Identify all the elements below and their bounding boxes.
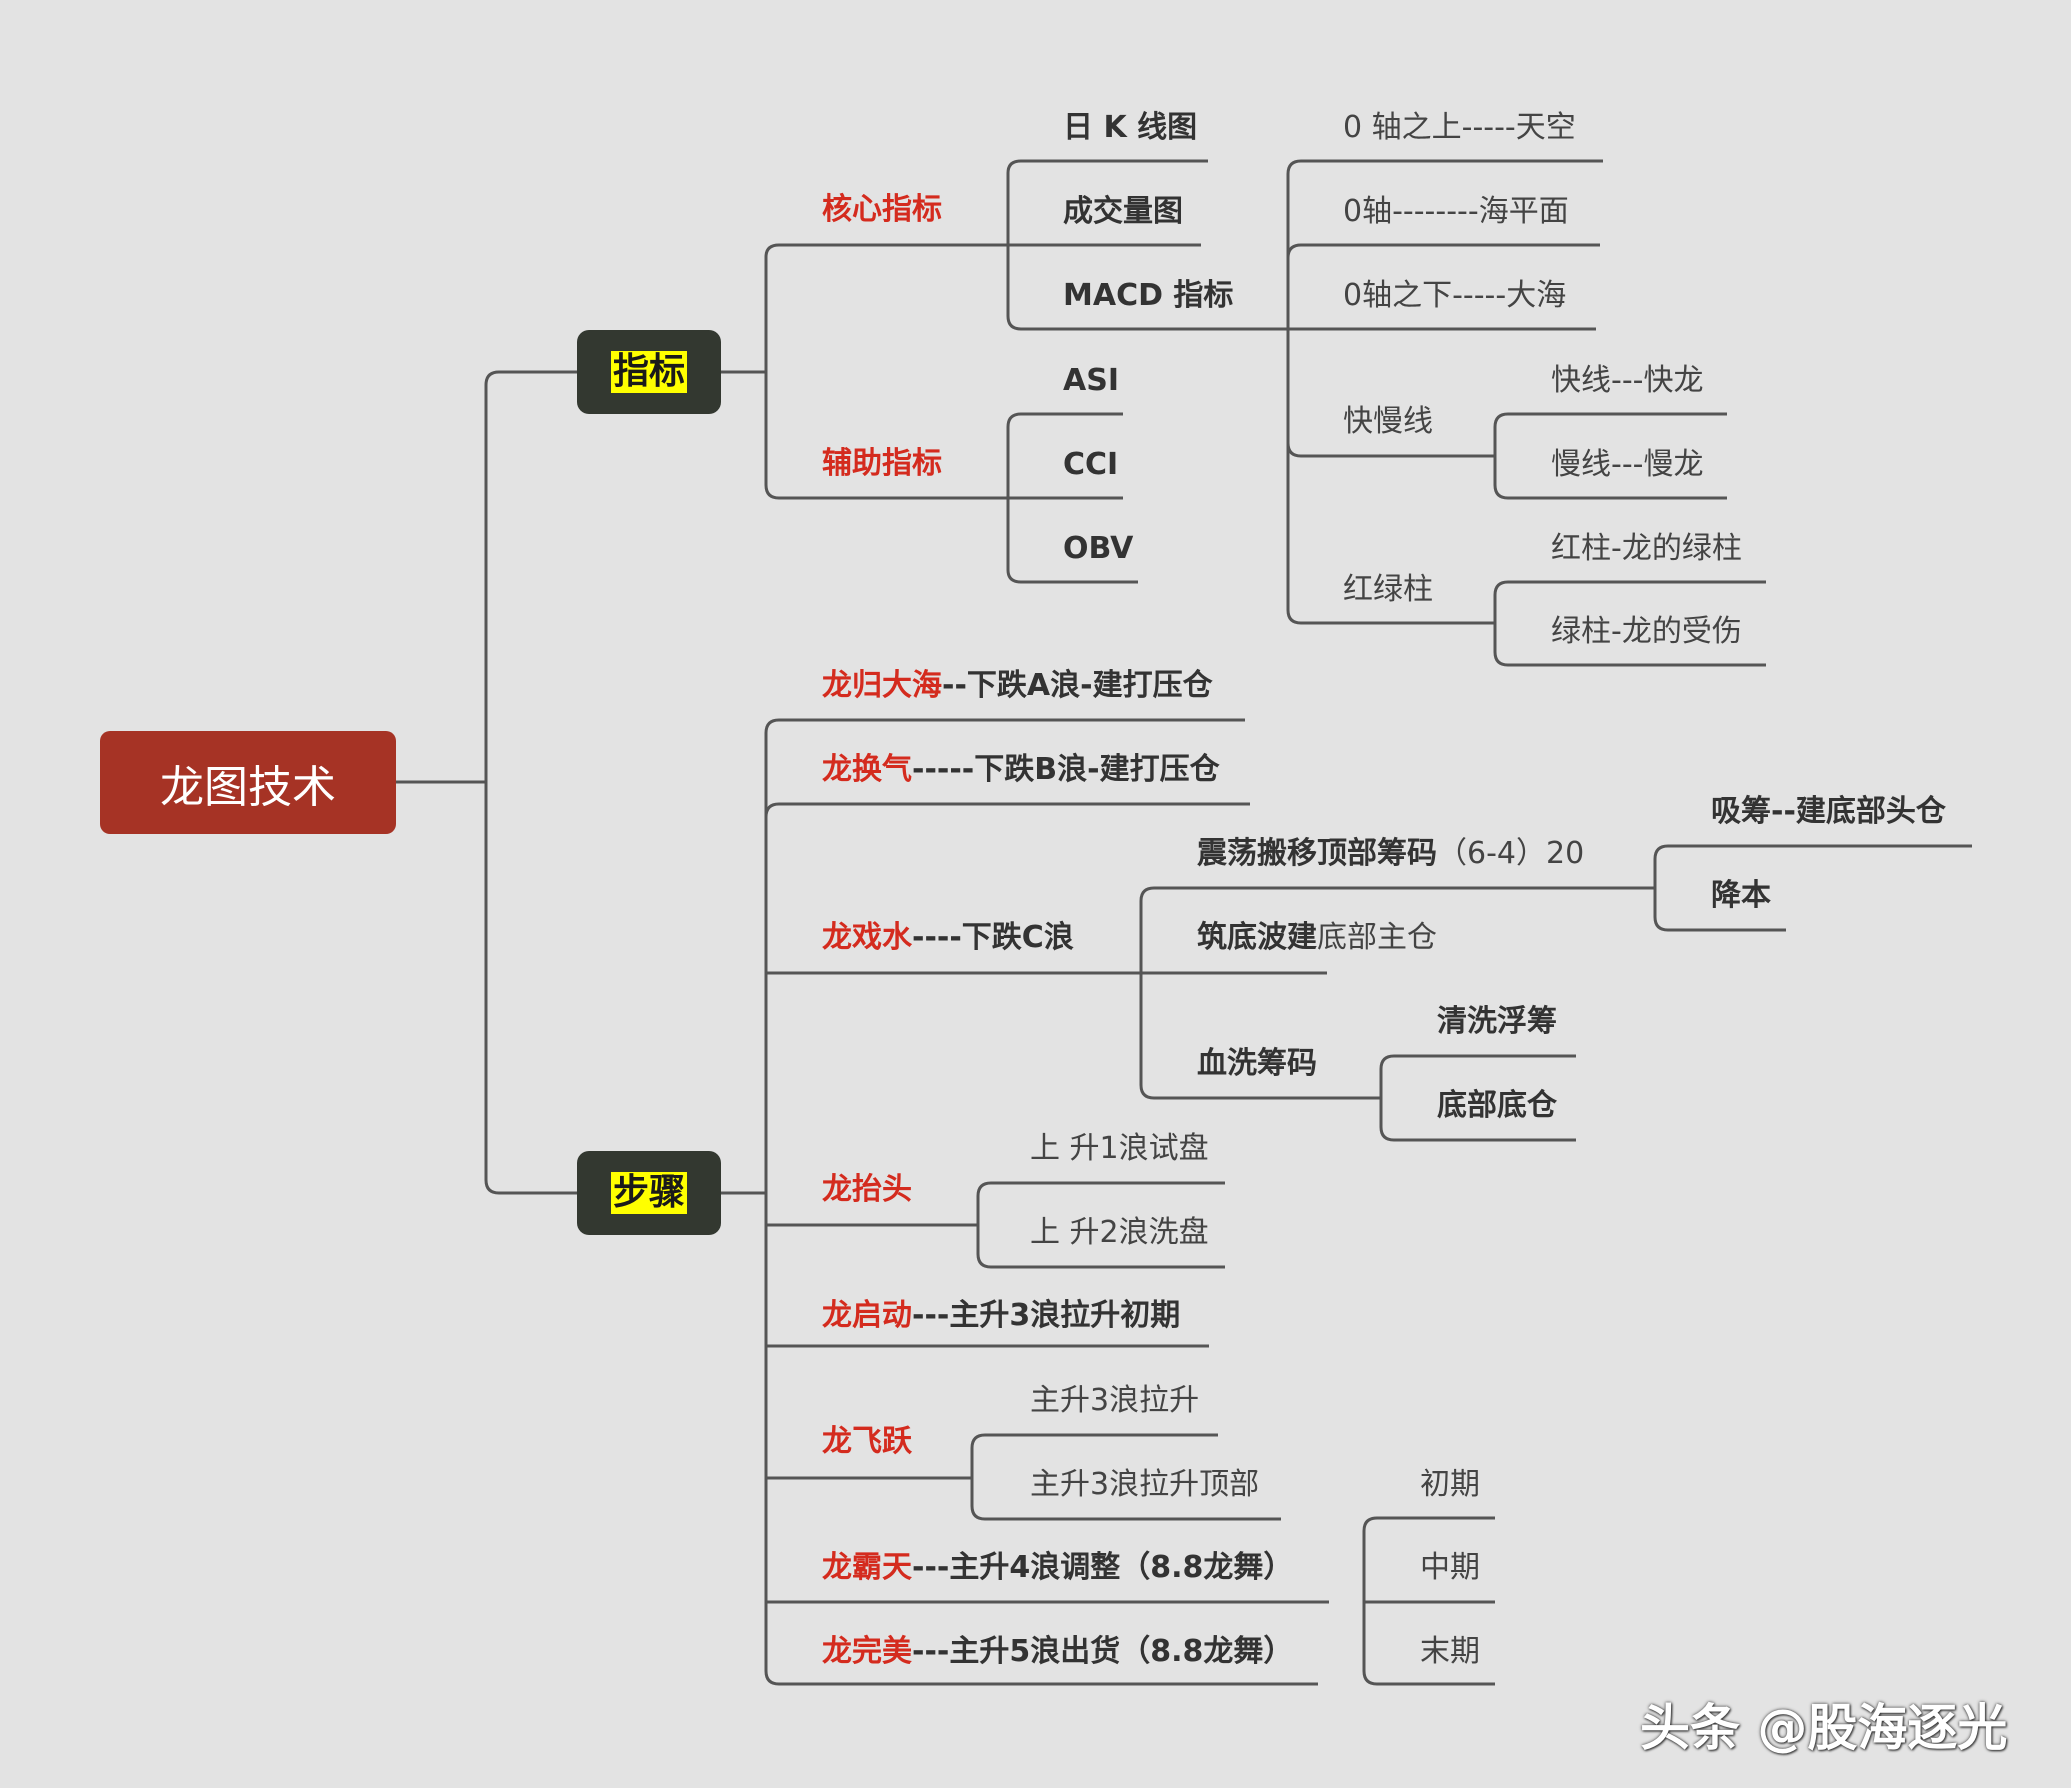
step-5-name: 龙启动 (822, 1298, 912, 1333)
fast-slow-branch (1493, 412, 1727, 500)
phase-late[interactable]: 末期 (1420, 1634, 1480, 1669)
step-8-desc: ---主升5浪出货（8.8龙舞） (912, 1634, 1294, 1669)
step-5[interactable]: 龙启动---主升3浪拉升初期 (822, 1296, 1180, 1336)
bottom-position-item[interactable]: 底部底仓 (1437, 1088, 1557, 1123)
macd-zero-level[interactable]: 0轴--------海平面 (1343, 194, 1569, 229)
absorb-chips-item[interactable]: 吸筹--建底部头仓 (1711, 794, 1946, 829)
macd-zero-below[interactable]: 0轴之下-----大海 (1343, 278, 1567, 313)
reduce-cost-item[interactable]: 降本 (1711, 878, 1771, 913)
aux-indicators-label[interactable]: 辅助指标 (822, 446, 942, 481)
macd-red-green-label[interactable]: 红绿柱 (1343, 572, 1433, 607)
aux-item-obv[interactable]: OBV (1063, 531, 1134, 566)
step-8[interactable]: 龙完美---主升5浪出货（8.8龙舞） (822, 1632, 1293, 1672)
s6-branch (970, 1433, 1281, 1521)
step-3-child-1-bold: 震荡搬移顶部筹码 (1197, 836, 1437, 871)
phase-early[interactable]: 初期 (1420, 1467, 1480, 1502)
aux-item-cci[interactable]: CCI (1063, 447, 1119, 482)
step-8-name: 龙完美 (822, 1634, 912, 1669)
category-steps[interactable]: 步骤 (577, 1151, 721, 1235)
step-3-name: 龙戏水 (822, 920, 912, 955)
step-3-child-2-normal: 底部主仓 (1317, 920, 1437, 955)
step-2-name: 龙换气 (822, 752, 912, 787)
indicators-branch (721, 243, 1008, 500)
step-4-name[interactable]: 龙抬头 (822, 1172, 912, 1207)
s4-branch (976, 1181, 1225, 1269)
root-branch (484, 370, 578, 1195)
category-indicators-label: 指标 (610, 351, 687, 393)
step-3-desc: ----下跌C浪 (912, 920, 1074, 955)
phase-middle[interactable]: 中期 (1420, 1550, 1480, 1585)
core-item-macd[interactable]: MACD 指标 (1063, 278, 1234, 313)
root-node[interactable]: 龙图技术 (100, 731, 396, 834)
wash-floating-item[interactable]: 清洗浮筹 (1437, 1004, 1557, 1039)
step-3-child-3[interactable]: 血洗筹码 (1197, 1046, 1317, 1081)
step-7-name: 龙霸天 (822, 1550, 912, 1585)
fast-line-item[interactable]: 快线---快龙 (1551, 363, 1704, 398)
step-6-item-2[interactable]: 主升3浪拉升顶部 (1030, 1467, 1260, 1502)
macd-branch (1286, 159, 1603, 625)
c3-branch (1379, 1054, 1576, 1142)
step-3[interactable]: 龙戏水----下跌C浪 (822, 918, 1074, 958)
aux-item-asi[interactable]: ASI (1063, 363, 1119, 398)
category-indicators[interactable]: 指标 (577, 330, 721, 414)
step-3-child-1[interactable]: 震荡搬移顶部筹码（6-4）20 (1197, 834, 1584, 874)
step-1-name: 龙归大海 (822, 668, 942, 703)
aux-branch (1006, 412, 1138, 584)
step-3-child-1-normal: （6-4）20 (1437, 836, 1585, 871)
step-5-desc: ---主升3浪拉升初期 (912, 1298, 1181, 1333)
core-item-kline[interactable]: 日 K 线图 (1063, 110, 1198, 145)
step-2[interactable]: 龙换气-----下跌B浪-建打压仓 (822, 750, 1220, 790)
red-bar-item[interactable]: 红柱-龙的绿柱 (1551, 531, 1742, 566)
step-6-item-1[interactable]: 主升3浪拉升 (1030, 1383, 1200, 1418)
step-1-desc: --下跌A浪-建打压仓 (942, 668, 1213, 703)
green-bar-item[interactable]: 绿柱-龙的受伤 (1551, 614, 1742, 649)
root-label: 龙图技术 (160, 761, 336, 813)
macd-zero-above[interactable]: 0 轴之上-----天空 (1343, 110, 1576, 145)
core-item-volume[interactable]: 成交量图 (1063, 194, 1183, 229)
watermark: 头条 @股海逐光 (1640, 1699, 2008, 1757)
s3-branch (1139, 886, 1655, 1100)
c1-branch (1653, 844, 1972, 932)
core-branch (1006, 159, 1288, 331)
step-4-item-2[interactable]: 上 升2浪洗盘 (1030, 1215, 1209, 1250)
step-2-desc: -----下跌B浪-建打压仓 (912, 752, 1220, 787)
step-4-item-1[interactable]: 上 升1浪试盘 (1030, 1131, 1209, 1166)
step-7-desc: ---主升4浪调整（8.8龙舞） (912, 1550, 1294, 1585)
macd-fast-slow-label[interactable]: 快慢线 (1343, 404, 1433, 439)
steps-branch (721, 718, 1329, 1686)
step-3-child-2-bold: 筑底波建 (1197, 920, 1317, 955)
step-6-name[interactable]: 龙飞跃 (822, 1424, 912, 1459)
category-steps-label: 步骤 (610, 1172, 687, 1214)
step-7[interactable]: 龙霸天---主升4浪调整（8.8龙舞） (822, 1548, 1293, 1588)
red-green-branch (1493, 580, 1766, 667)
core-indicators-label[interactable]: 核心指标 (822, 192, 942, 227)
step-1[interactable]: 龙归大海--下跌A浪-建打压仓 (822, 666, 1213, 706)
step-3-child-2[interactable]: 筑底波建底部主仓 (1197, 918, 1437, 958)
slow-line-item[interactable]: 慢线---慢龙 (1551, 447, 1704, 482)
phases-branch (1362, 1516, 1495, 1686)
